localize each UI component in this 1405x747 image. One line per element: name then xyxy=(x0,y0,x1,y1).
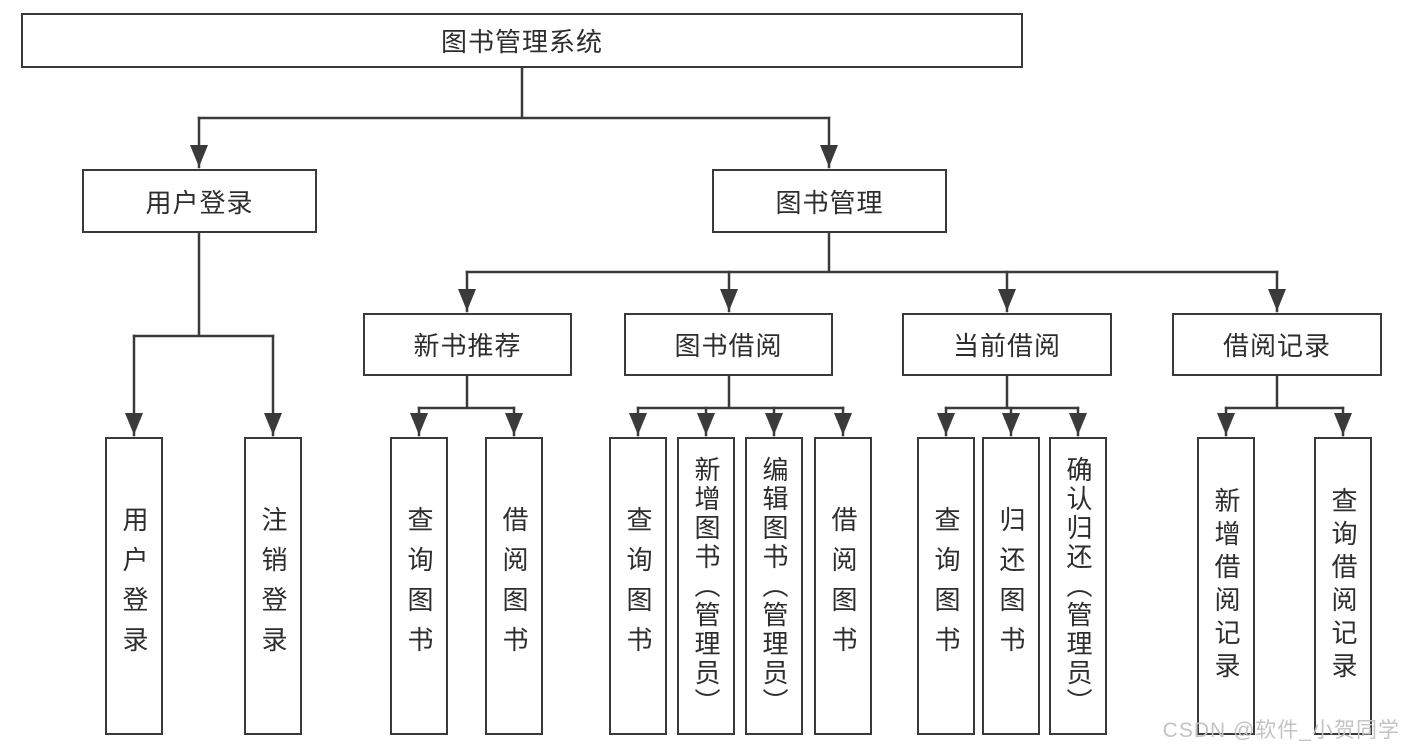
node-label: 确认归还（管理员） xyxy=(1063,455,1093,717)
node-label: 查询借阅记录 xyxy=(1328,487,1358,685)
connector-login-bus xyxy=(132,231,275,338)
node-new-book-recommend: 新书推荐 xyxy=(363,313,572,376)
node-query-borrow-record: 查询借阅记录 xyxy=(1314,437,1372,735)
connector-recommend-bus xyxy=(417,374,516,410)
node-return-book: 归还图书 xyxy=(982,437,1040,735)
connector-current-bus xyxy=(944,374,1080,410)
node-label: 借阅图书 xyxy=(499,506,529,666)
node-logout: 注销登录 xyxy=(244,437,302,735)
node-label: 查询图书 xyxy=(623,506,653,666)
node-book-borrowing: 图书借阅 xyxy=(624,313,833,376)
node-borrow-books-recommend: 借阅图书 xyxy=(485,437,543,735)
connector-root-bus xyxy=(197,66,831,120)
node-add-book-admin: 新增图书（管理员） xyxy=(677,437,735,735)
node-label: 图书借阅 xyxy=(674,331,783,361)
csdn-watermark: CSDN @软件_小贺同学 xyxy=(1162,719,1400,742)
node-query-books-current: 查询图书 xyxy=(917,437,975,735)
node-label: 借阅记录 xyxy=(1222,331,1331,361)
connector-borrow-bus xyxy=(636,374,845,410)
node-borrow-books-leaf: 借阅图书 xyxy=(814,437,872,735)
node-book-management: 图书管理 xyxy=(712,169,947,233)
node-user-login-leaf: 用户登录 xyxy=(105,437,163,735)
node-label: 图书管理系统 xyxy=(440,27,603,57)
node-label: 查询图书 xyxy=(404,506,434,666)
node-user-login: 用户登录 xyxy=(82,169,317,233)
node-label: 新增图书（管理员） xyxy=(691,455,721,717)
node-label: 归还图书 xyxy=(996,506,1026,666)
node-label: 新增借阅记录 xyxy=(1211,487,1241,685)
node-borrow-records: 借阅记录 xyxy=(1172,313,1382,376)
node-label: 注销登录 xyxy=(258,506,288,666)
node-label: 用户登录 xyxy=(119,506,149,666)
node-edit-book-admin: 编辑图书（管理员） xyxy=(745,437,803,735)
node-query-books-borrow: 查询图书 xyxy=(609,437,667,735)
node-label: 新书推荐 xyxy=(413,331,522,361)
node-label: 用户登录 xyxy=(145,187,254,218)
node-label: 当前借阅 xyxy=(952,331,1061,361)
connector-mgmt-bus xyxy=(465,231,1279,274)
node-label: 查询图书 xyxy=(931,506,961,666)
node-library-system: 图书管理系统 xyxy=(21,13,1023,68)
node-add-borrow-record: 新增借阅记录 xyxy=(1197,437,1255,735)
connector-records-bus xyxy=(1224,374,1345,410)
node-current-borrowing: 当前借阅 xyxy=(902,313,1112,376)
node-confirm-return-admin: 确认归还（管理员） xyxy=(1049,437,1107,735)
node-label: 编辑图书（管理员） xyxy=(759,455,789,717)
node-query-books-recommend: 查询图书 xyxy=(390,437,448,735)
node-label: 图书管理 xyxy=(775,187,884,218)
node-label: 借阅图书 xyxy=(828,506,858,666)
